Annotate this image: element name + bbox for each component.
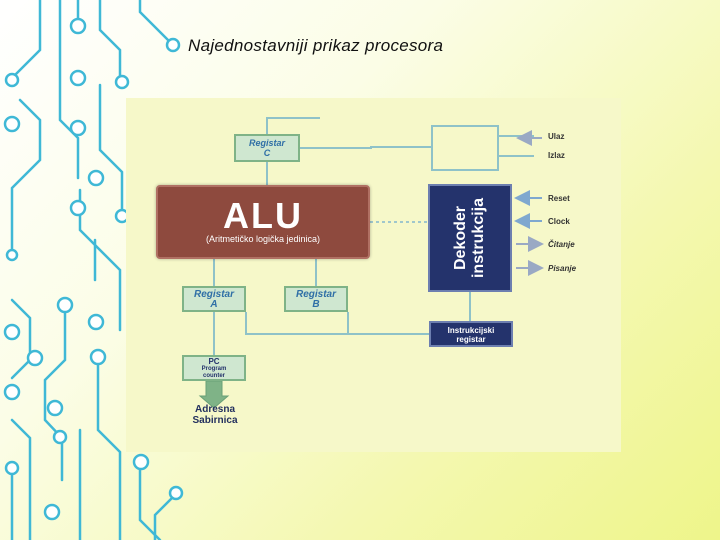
signal-clock: Clock bbox=[548, 217, 570, 226]
decoder-label-line1: Dekoder bbox=[452, 205, 469, 271]
instruction-register-line1: Instrukcijski bbox=[447, 326, 495, 335]
pc-sublabel-2: counter bbox=[202, 373, 225, 379]
register-b-label: Registar bbox=[295, 289, 336, 300]
register-c-label: Registar bbox=[248, 138, 285, 148]
program-counter: PC Program counter bbox=[182, 355, 246, 381]
pc-sublabel-1: Program bbox=[201, 366, 227, 372]
alu-title: ALU bbox=[223, 195, 303, 236]
signal-reset: Reset bbox=[548, 194, 570, 203]
address-bus-label: Adresna Sabirnica bbox=[170, 404, 260, 430]
signal-pisanje: Pisanje bbox=[548, 264, 577, 273]
address-bus-line1: Adresna bbox=[194, 404, 235, 415]
instruction-register-line2: registar bbox=[456, 335, 486, 344]
register-a: Registar A bbox=[182, 286, 246, 312]
signal-izlaz: Izlaz bbox=[548, 151, 565, 160]
signal-ulaz: Ulaz bbox=[548, 132, 565, 141]
pc-label: PC bbox=[208, 357, 220, 366]
register-b-letter: B bbox=[312, 299, 320, 310]
alu-block: ALU (Aritmetičko logička jedinica) bbox=[156, 185, 370, 259]
register-a-letter: A bbox=[210, 299, 218, 310]
register-c: Registar C bbox=[234, 134, 300, 162]
alu-subtitle: (Aritmetičko logička jedinica) bbox=[205, 234, 321, 244]
decoder-label-line2: instrukcija bbox=[470, 197, 487, 279]
register-b: Registar B bbox=[284, 286, 348, 312]
signal-citanje: Čitanje bbox=[548, 240, 575, 249]
address-bus-line2: Sabirnica bbox=[192, 415, 238, 426]
diagram-connections bbox=[198, 117, 544, 409]
register-c-letter: C bbox=[263, 148, 271, 158]
processor-diagram: Registar C ALU (Aritmetičko logička jedi… bbox=[126, 98, 621, 452]
instruction-register: Instrukcijski registar bbox=[429, 321, 513, 347]
instruction-decoder: Dekoder instrukcija bbox=[428, 184, 512, 292]
decoder-label: Dekoder instrukcija bbox=[452, 198, 488, 278]
register-a-label: Registar bbox=[193, 289, 234, 300]
slide-title: Najednostavniji prikaz procesora bbox=[188, 36, 444, 55]
